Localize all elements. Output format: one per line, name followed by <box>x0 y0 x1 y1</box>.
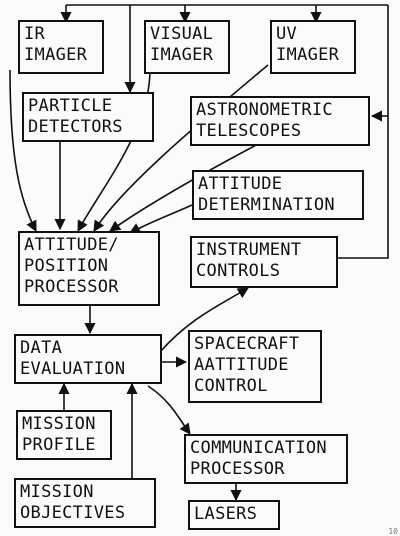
data-evaluation-box: DATA EVALUATION <box>14 334 162 384</box>
line-visual-to-app <box>77 69 151 232</box>
page-mark: 10 <box>388 527 398 536</box>
bus-instrument-controls-out <box>337 5 389 259</box>
line-attdet-to-app <box>129 204 193 234</box>
astronometric-telescopes-box: ASTRONOMETRIC TELESCOPES <box>190 96 370 146</box>
line-dataeval-to-instrument <box>159 287 249 353</box>
line-uv-to-app <box>93 64 269 232</box>
lasers-box: LASERS <box>188 500 280 530</box>
attitude-determination-box: ATTITUDE DETERMINATION <box>192 170 364 220</box>
instrument-controls-box: INSTRUMENT CONTROLS <box>190 236 338 288</box>
communication-processor-box: COMMUNICATION PROCESSOR <box>184 434 348 484</box>
mission-objectives-box: MISSION OBJECTIVES <box>14 478 156 528</box>
attitude-position-processor-box: ATTITUDE/ POSITION PROCESSOR <box>18 231 160 306</box>
visual-imager-box: VISUAL IMAGER <box>144 20 230 74</box>
ir-imager-box: IR IMAGER <box>18 20 104 74</box>
particle-detectors-box: PARTICLE DETECTORS <box>22 92 154 142</box>
mission-profile-box: MISSION PROFILE <box>16 410 112 460</box>
line-dataeval-to-comm <box>147 385 191 435</box>
spacecraft-attitude-control-box: SPACECRAFT AATTITUDE CONTROL <box>188 330 322 403</box>
uv-imager-box: UV IMAGER <box>270 20 356 74</box>
line-ir-to-app <box>9 69 37 232</box>
line-astro-to-app <box>109 141 263 232</box>
